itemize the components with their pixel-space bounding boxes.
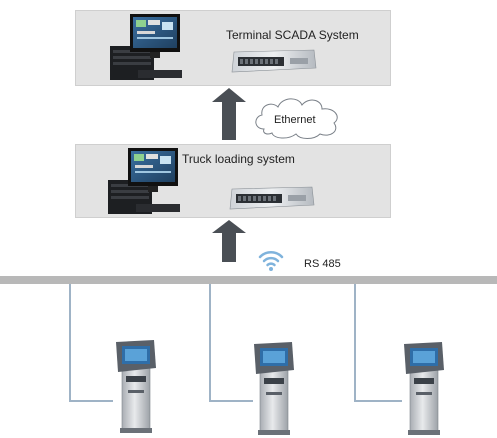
server-rack-icon bbox=[231, 49, 317, 73]
scada-system-label: Terminal SCADA System bbox=[226, 28, 359, 42]
ethernet-label: Ethernet bbox=[274, 114, 316, 126]
kiosk-terminal-icon bbox=[404, 342, 444, 435]
workstation-computer-icon bbox=[110, 14, 182, 80]
workstation-computer-icon bbox=[108, 148, 180, 214]
drop-wire bbox=[209, 284, 211, 401]
truck-loading-system-label: Truck loading system bbox=[182, 152, 295, 166]
wifi-icon bbox=[258, 250, 284, 271]
up-arrow-icon bbox=[212, 88, 246, 140]
drop-wire bbox=[209, 400, 253, 402]
drop-wire bbox=[69, 400, 113, 402]
kiosk-terminal-icon bbox=[116, 340, 156, 433]
rs485-label: RS 485 bbox=[304, 258, 341, 270]
cloud-icon bbox=[255, 98, 338, 139]
drop-wire bbox=[354, 400, 402, 402]
field-bus-line bbox=[0, 276, 497, 284]
up-arrow-icon bbox=[212, 220, 246, 262]
drop-wire bbox=[354, 284, 356, 401]
kiosk-terminal-icon bbox=[254, 342, 294, 435]
server-rack-icon bbox=[229, 186, 315, 210]
drop-wire bbox=[69, 284, 71, 401]
